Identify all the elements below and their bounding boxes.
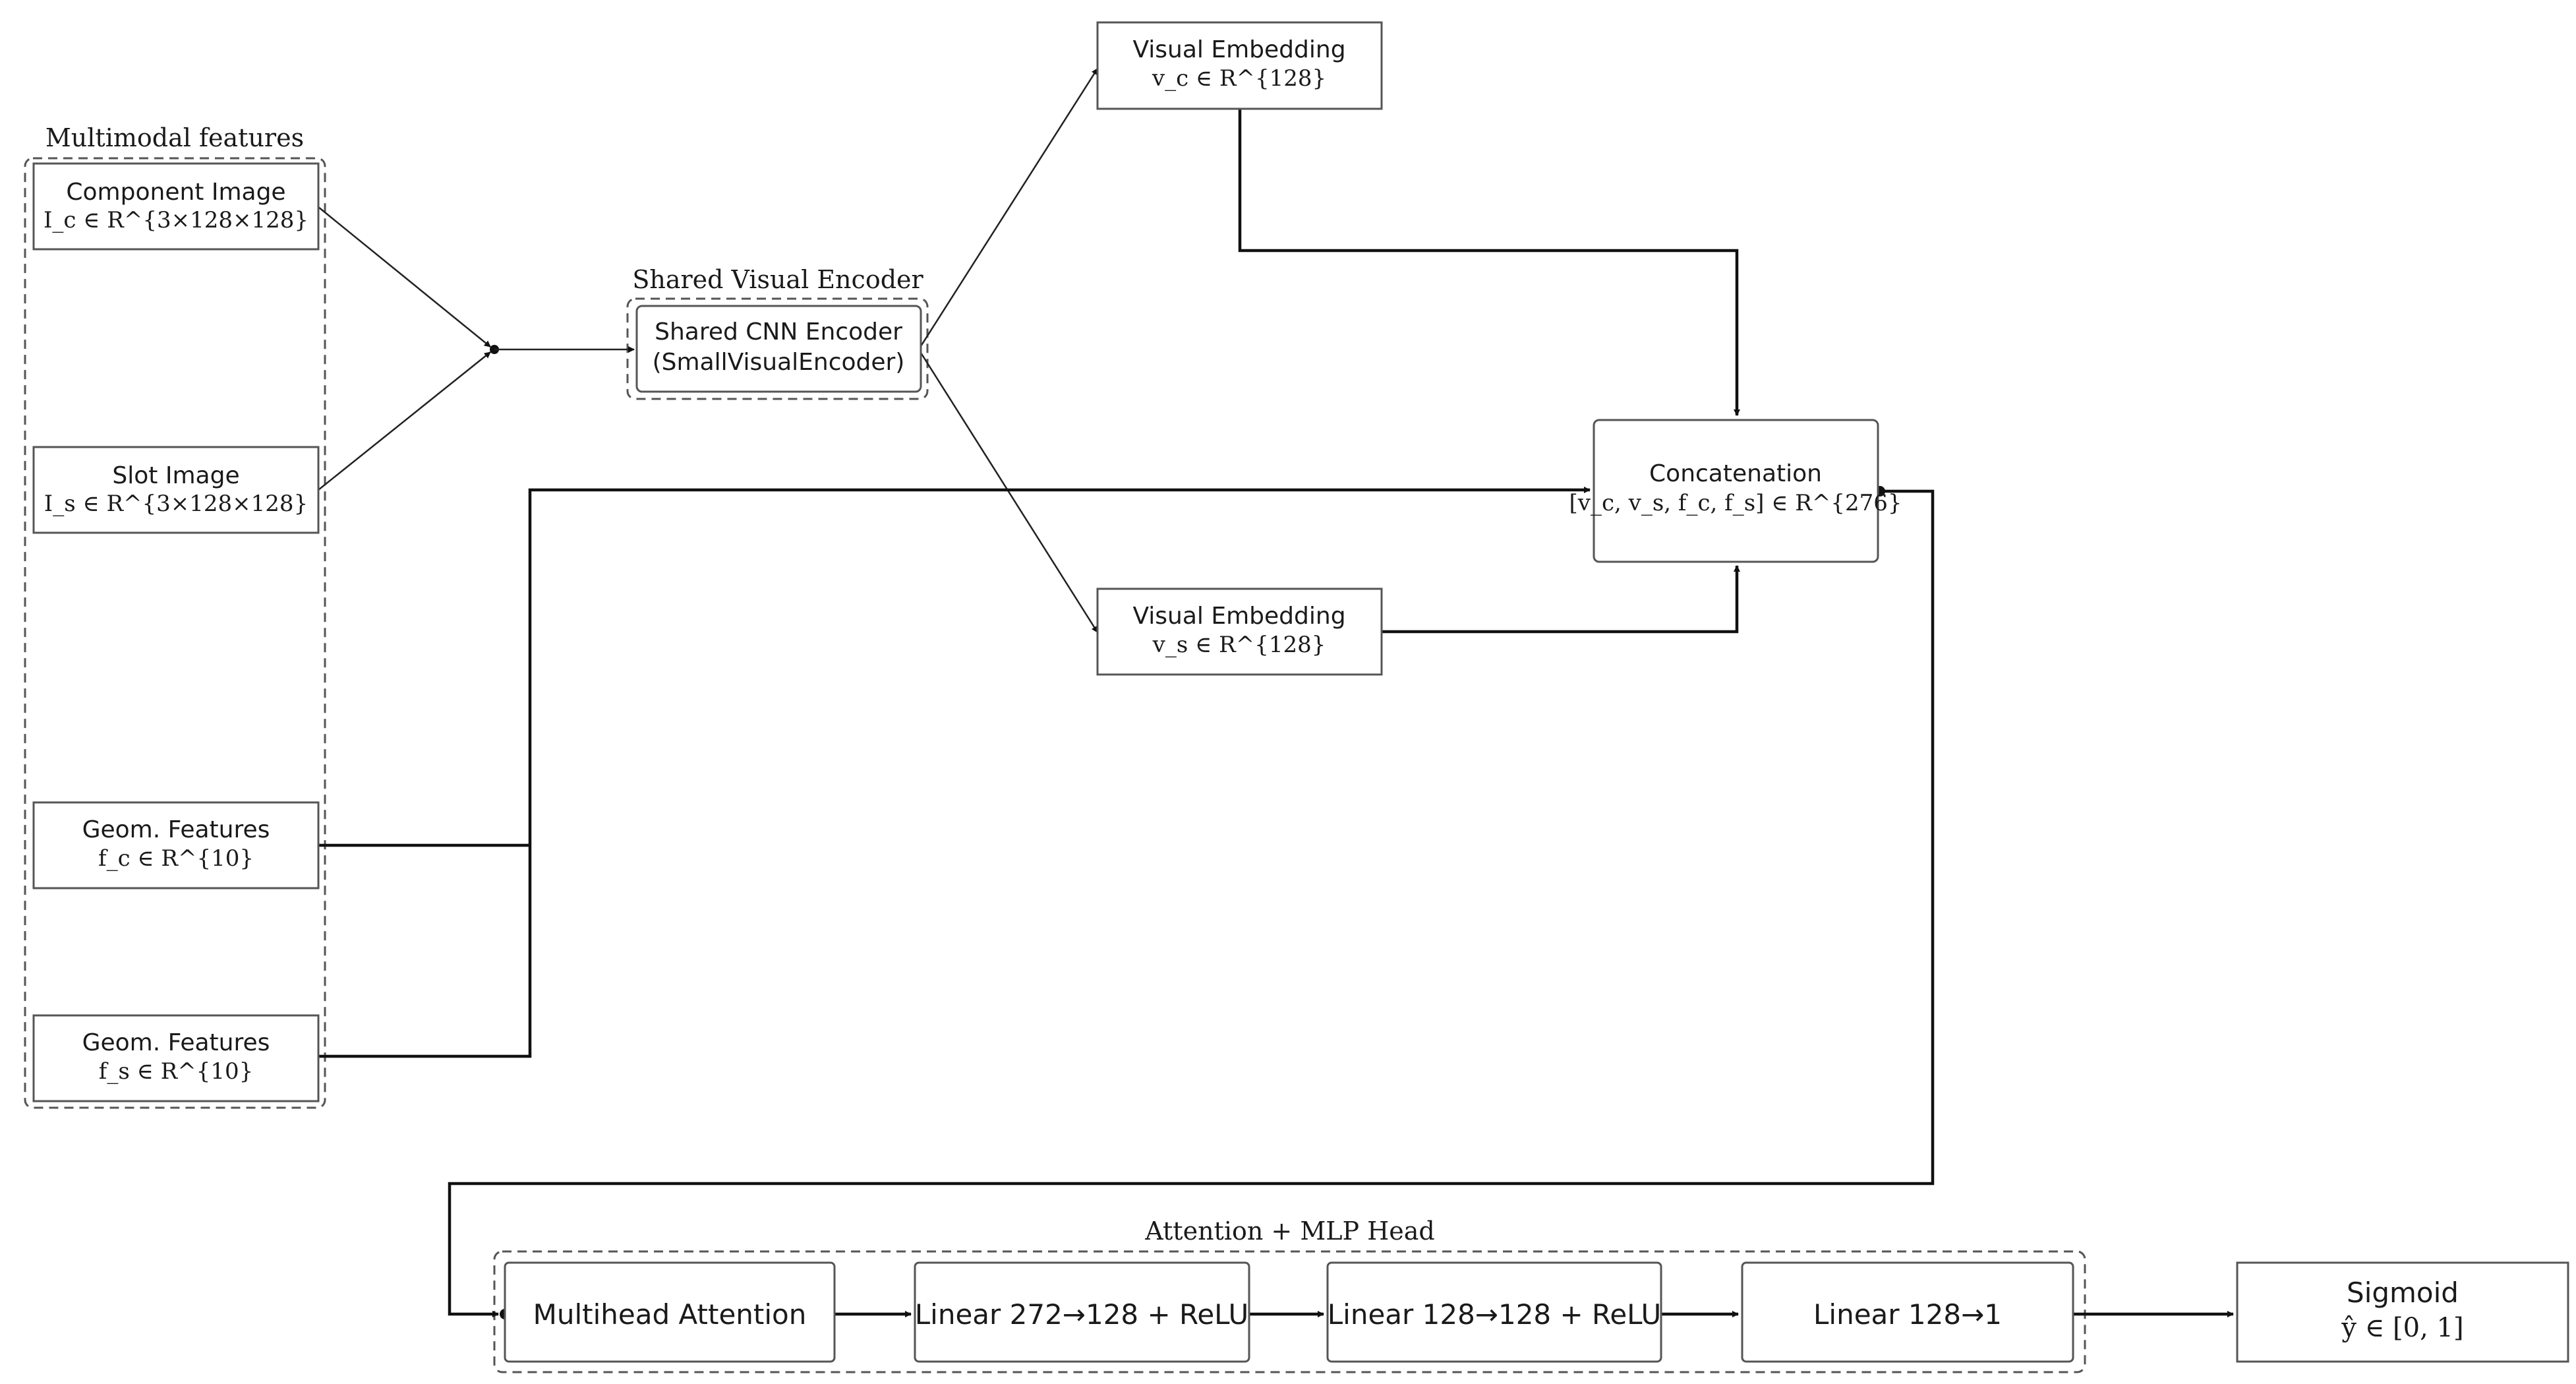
arrow-slot-to-junction xyxy=(318,351,491,491)
node-visual-embedding-s: Visual Embedding v_s ∈ R^{128} xyxy=(1096,587,1383,676)
vis-c-title: Visual Embedding xyxy=(1132,36,1345,63)
geom-s-math: f_s ∈ R^{10} xyxy=(99,1058,253,1085)
node-linear-128-1: Linear 128→1 xyxy=(1741,1261,2074,1363)
linear1-label: Linear 272→128 + ReLU xyxy=(915,1298,1248,1331)
component-image-title: Component Image xyxy=(66,179,285,206)
image-connectors xyxy=(318,68,1099,633)
slot-image-math: I_s ∈ R^{3×128×128} xyxy=(44,491,308,517)
concat-title: Concatenation xyxy=(1649,460,1822,487)
geom-s-title: Geom. Features xyxy=(82,1029,270,1056)
vis-s-title: Visual Embedding xyxy=(1132,603,1345,630)
arrow-cnn-to-vc xyxy=(920,68,1099,347)
node-multihead-attention: Multihead Attention xyxy=(504,1261,836,1363)
concat-math: [v_c, v_s, f_c, f_s] ∈ R^{276} xyxy=(1569,490,1902,516)
cnn-subtitle: (SmallVisualEncoder) xyxy=(653,349,905,376)
arrow-vc-to-concat xyxy=(1238,109,1740,416)
node-sigmoid: Sigmoid ŷ ∈ [0, 1] xyxy=(2236,1261,2569,1363)
linear3-label: Linear 128→1 xyxy=(1813,1298,2002,1331)
vis-c-math: v_c ∈ R^{128} xyxy=(1152,65,1326,92)
arrow-cnn-to-vs xyxy=(920,352,1099,633)
shared-visual-encoder-group: Shared Visual Encoder xyxy=(626,265,929,400)
attention-mlp-head-title: Attention + MLP Head xyxy=(1144,1217,1434,1246)
node-component-image: Component Image I_c ∈ R^{3×128×128} xyxy=(32,162,320,251)
sigmoid-title: Sigmoid xyxy=(2347,1277,2459,1309)
arrow-vs-to-concat xyxy=(1381,565,1740,634)
vis-s-math: v_s ∈ R^{128} xyxy=(1152,632,1326,658)
arrow-geom-to-concat xyxy=(318,487,1591,1058)
attention-label: Multihead Attention xyxy=(533,1298,807,1331)
geom-c-math: f_c ∈ R^{10} xyxy=(98,845,254,872)
geom-c-title: Geom. Features xyxy=(82,816,270,843)
sigmoid-math: ŷ ∈ [0, 1] xyxy=(2341,1313,2463,1343)
node-concatenation: Concatenation [v_c, v_s, f_c, f_s] ∈ R^{… xyxy=(1569,419,1902,563)
multimodal-features-title: Multimodal features xyxy=(45,123,304,152)
slot-image-title: Slot Image xyxy=(112,462,239,489)
node-visual-embedding-c: Visual Embedding v_c ∈ R^{128} xyxy=(1096,21,1383,110)
node-slot-image: Slot Image I_s ∈ R^{3×128×128} xyxy=(32,446,320,534)
arrow-concat-to-attention xyxy=(448,489,1935,1317)
node-linear-272-128: Linear 272→128 + ReLU xyxy=(914,1261,1250,1363)
multimodal-features-group: Multimodal features xyxy=(24,123,326,1109)
node-geom-features-s: Geom. Features f_s ∈ R^{10} xyxy=(32,1014,320,1102)
node-shared-cnn-encoder: Shared CNN Encoder (SmallVisualEncoder) xyxy=(635,305,922,393)
node-linear-128-128: Linear 128→128 + ReLU xyxy=(1326,1261,1662,1363)
node-geom-features-c: Geom. Features f_c ∈ R^{10} xyxy=(32,801,320,889)
feature-connectors xyxy=(318,109,2234,1319)
arrow-component-to-junction xyxy=(318,206,491,347)
linear2-label: Linear 128→128 + ReLU xyxy=(1328,1298,1661,1331)
cnn-title: Shared CNN Encoder xyxy=(655,318,902,346)
shared-visual-encoder-title: Shared Visual Encoder xyxy=(632,265,923,294)
component-image-math: I_c ∈ R^{3×128×128} xyxy=(44,207,308,233)
